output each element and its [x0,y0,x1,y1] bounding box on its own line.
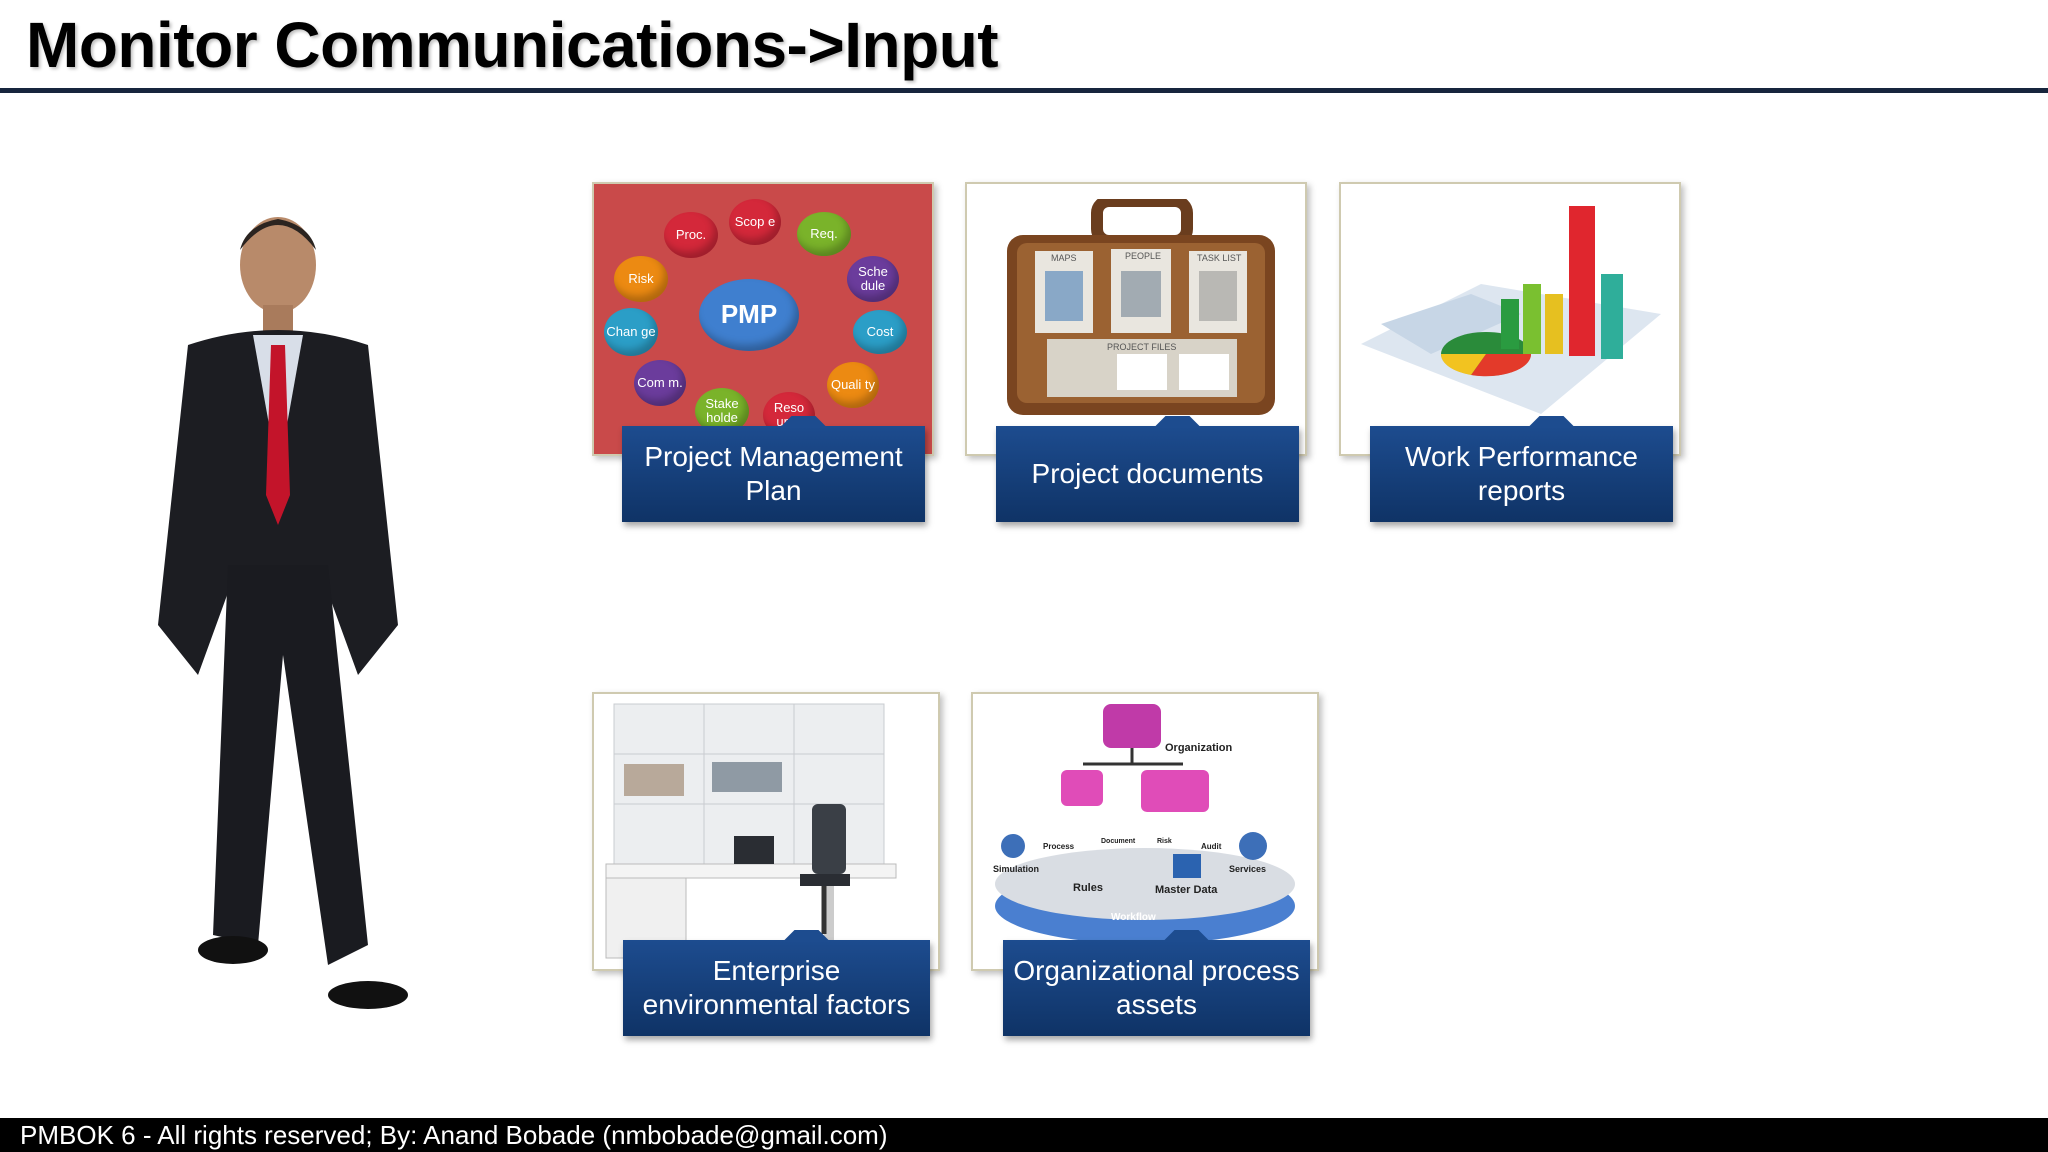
briefcase-panel-project-files: PROJECT FILES [1107,342,1177,352]
opa-diagram-image: Organization Process Document Risk Audit… [973,694,1317,969]
opa-label-rules: Rules [1073,882,1103,894]
input-card-work-performance-reports[interactable] [1339,182,1681,456]
pmp-bubble-scope: Scop e [729,199,781,245]
pmp-bubble-risk: Risk [614,256,668,302]
slide-title: Monitor Communications->Input [26,9,999,81]
opa-label-workflow: Workflow [1111,912,1156,923]
label-work-performance-reports[interactable]: Work Performance reports [1370,426,1673,522]
opa-label-organization: Organization [1165,742,1233,754]
pmp-bubble-req: Req. [797,212,851,256]
pmp-bubble-cost: Cost [853,310,907,354]
pmp-bubble-comm: Com m. [634,360,686,406]
title-divider [0,88,2048,93]
label-project-management-plan[interactable]: Project Management Plan [622,426,925,522]
slide-footer: PMBOK 6 - All rights reserved; By: Anand… [0,1118,2048,1152]
label-project-documents[interactable]: Project documents [996,426,1299,522]
input-card-enterprise-environmental-factors[interactable] [592,692,940,971]
input-card-organizational-process-assets[interactable]: Organization Process Document Risk Audit… [971,692,1319,971]
opa-label-audit: Audit [1201,842,1222,851]
presenter-figure [118,205,428,1015]
briefcase-panel-maps: MAPS [1051,253,1077,263]
pmp-bubble-schedule: Sche dule [847,256,899,302]
opa-label-simulation: Simulation [993,864,1040,874]
pmp-diagram: PMP Scop e Req. Sche dule Cost Quali ty … [594,184,932,454]
label-enterprise-environmental-factors[interactable]: Enterprise environmental factors [623,940,930,1036]
opa-label-services: Services [1229,864,1267,874]
input-card-project-management-plan[interactable]: PMP Scop e Req. Sche dule Cost Quali ty … [592,182,934,456]
opa-label-document: Document [1101,838,1136,845]
office-furniture-image [594,694,938,969]
opa-label-master-data: Master Data [1155,884,1218,896]
briefcase-panel-people: PEOPLE [1125,251,1162,261]
opa-label-process: Process [1043,842,1075,851]
input-card-project-documents[interactable]: MAPS PEOPLE TASK LIST PROJECT FILES [965,182,1307,456]
opa-label-risk: Risk [1157,838,1172,845]
performance-chart-image [1351,204,1669,424]
pmp-bubble-change: Chan ge [604,308,658,356]
label-organizational-process-assets[interactable]: Organizational process assets [1003,940,1310,1036]
briefcase-image: MAPS PEOPLE TASK LIST PROJECT FILES [1007,199,1275,419]
pmp-center-bubble: PMP [699,279,799,351]
pmp-bubble-proc: Proc. [664,212,718,258]
briefcase-panel-task-list: TASK LIST [1197,253,1242,263]
pmp-bubble-quality: Quali ty [827,362,879,408]
